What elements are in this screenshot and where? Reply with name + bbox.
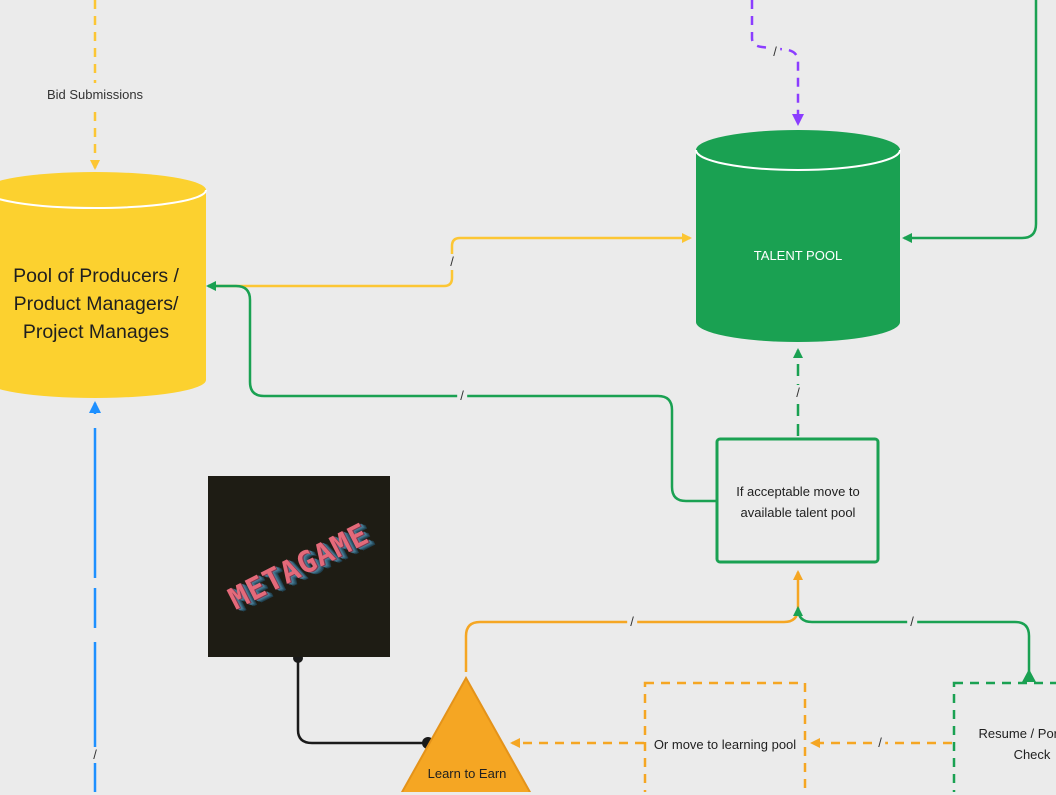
learn-to-earn-label: Learn to Earn xyxy=(427,765,507,781)
learning-pool-label: Or move to learning pool xyxy=(653,736,797,752)
connector-purple-to-talent xyxy=(750,0,804,126)
talent-pool-label: TALENT POOL xyxy=(753,248,843,263)
connector-resume-to-acceptable xyxy=(793,606,1031,676)
edge-label-resume-to-learning: / xyxy=(875,735,885,751)
resume-check-box[interactable] xyxy=(952,681,1056,792)
learning-pool-box[interactable] xyxy=(643,681,807,792)
acceptable-check-label: If acceptable move to available talent p… xyxy=(736,484,860,520)
resume-check-label: Resume / Portfolio Check xyxy=(978,726,1056,762)
bid-submissions-label: Bid Submissions xyxy=(40,83,150,107)
edge-label-learn-to-acceptable: / xyxy=(627,614,637,630)
talent-pool-cylinder[interactable] xyxy=(695,130,901,342)
connector-logo-to-learn xyxy=(296,657,428,745)
producer-pool-label: Pool of Producers / Product Managers/ Pr… xyxy=(13,265,179,343)
edge-label-purple: / xyxy=(770,44,780,60)
edge-label-acceptable-to-pool: / xyxy=(457,388,467,404)
acceptable-check-box[interactable] xyxy=(715,437,880,564)
edge-label-blue: / xyxy=(90,747,100,763)
producer-pool-cylinder[interactable] xyxy=(0,172,207,398)
edge-label-acceptable-to-talent: / xyxy=(793,385,803,401)
resume-arrow-head xyxy=(1022,669,1036,682)
metagame-logo[interactable]: METAGAME xyxy=(208,476,390,657)
metagame-logo-text: METAGAME xyxy=(223,516,375,617)
edge-label-pool-to-talent: / xyxy=(447,254,457,270)
connector-right-to-talent xyxy=(902,0,1038,243)
edge-label-resume-to-acceptable: / xyxy=(907,614,917,630)
learn-to-earn-triangle[interactable] xyxy=(392,675,540,792)
